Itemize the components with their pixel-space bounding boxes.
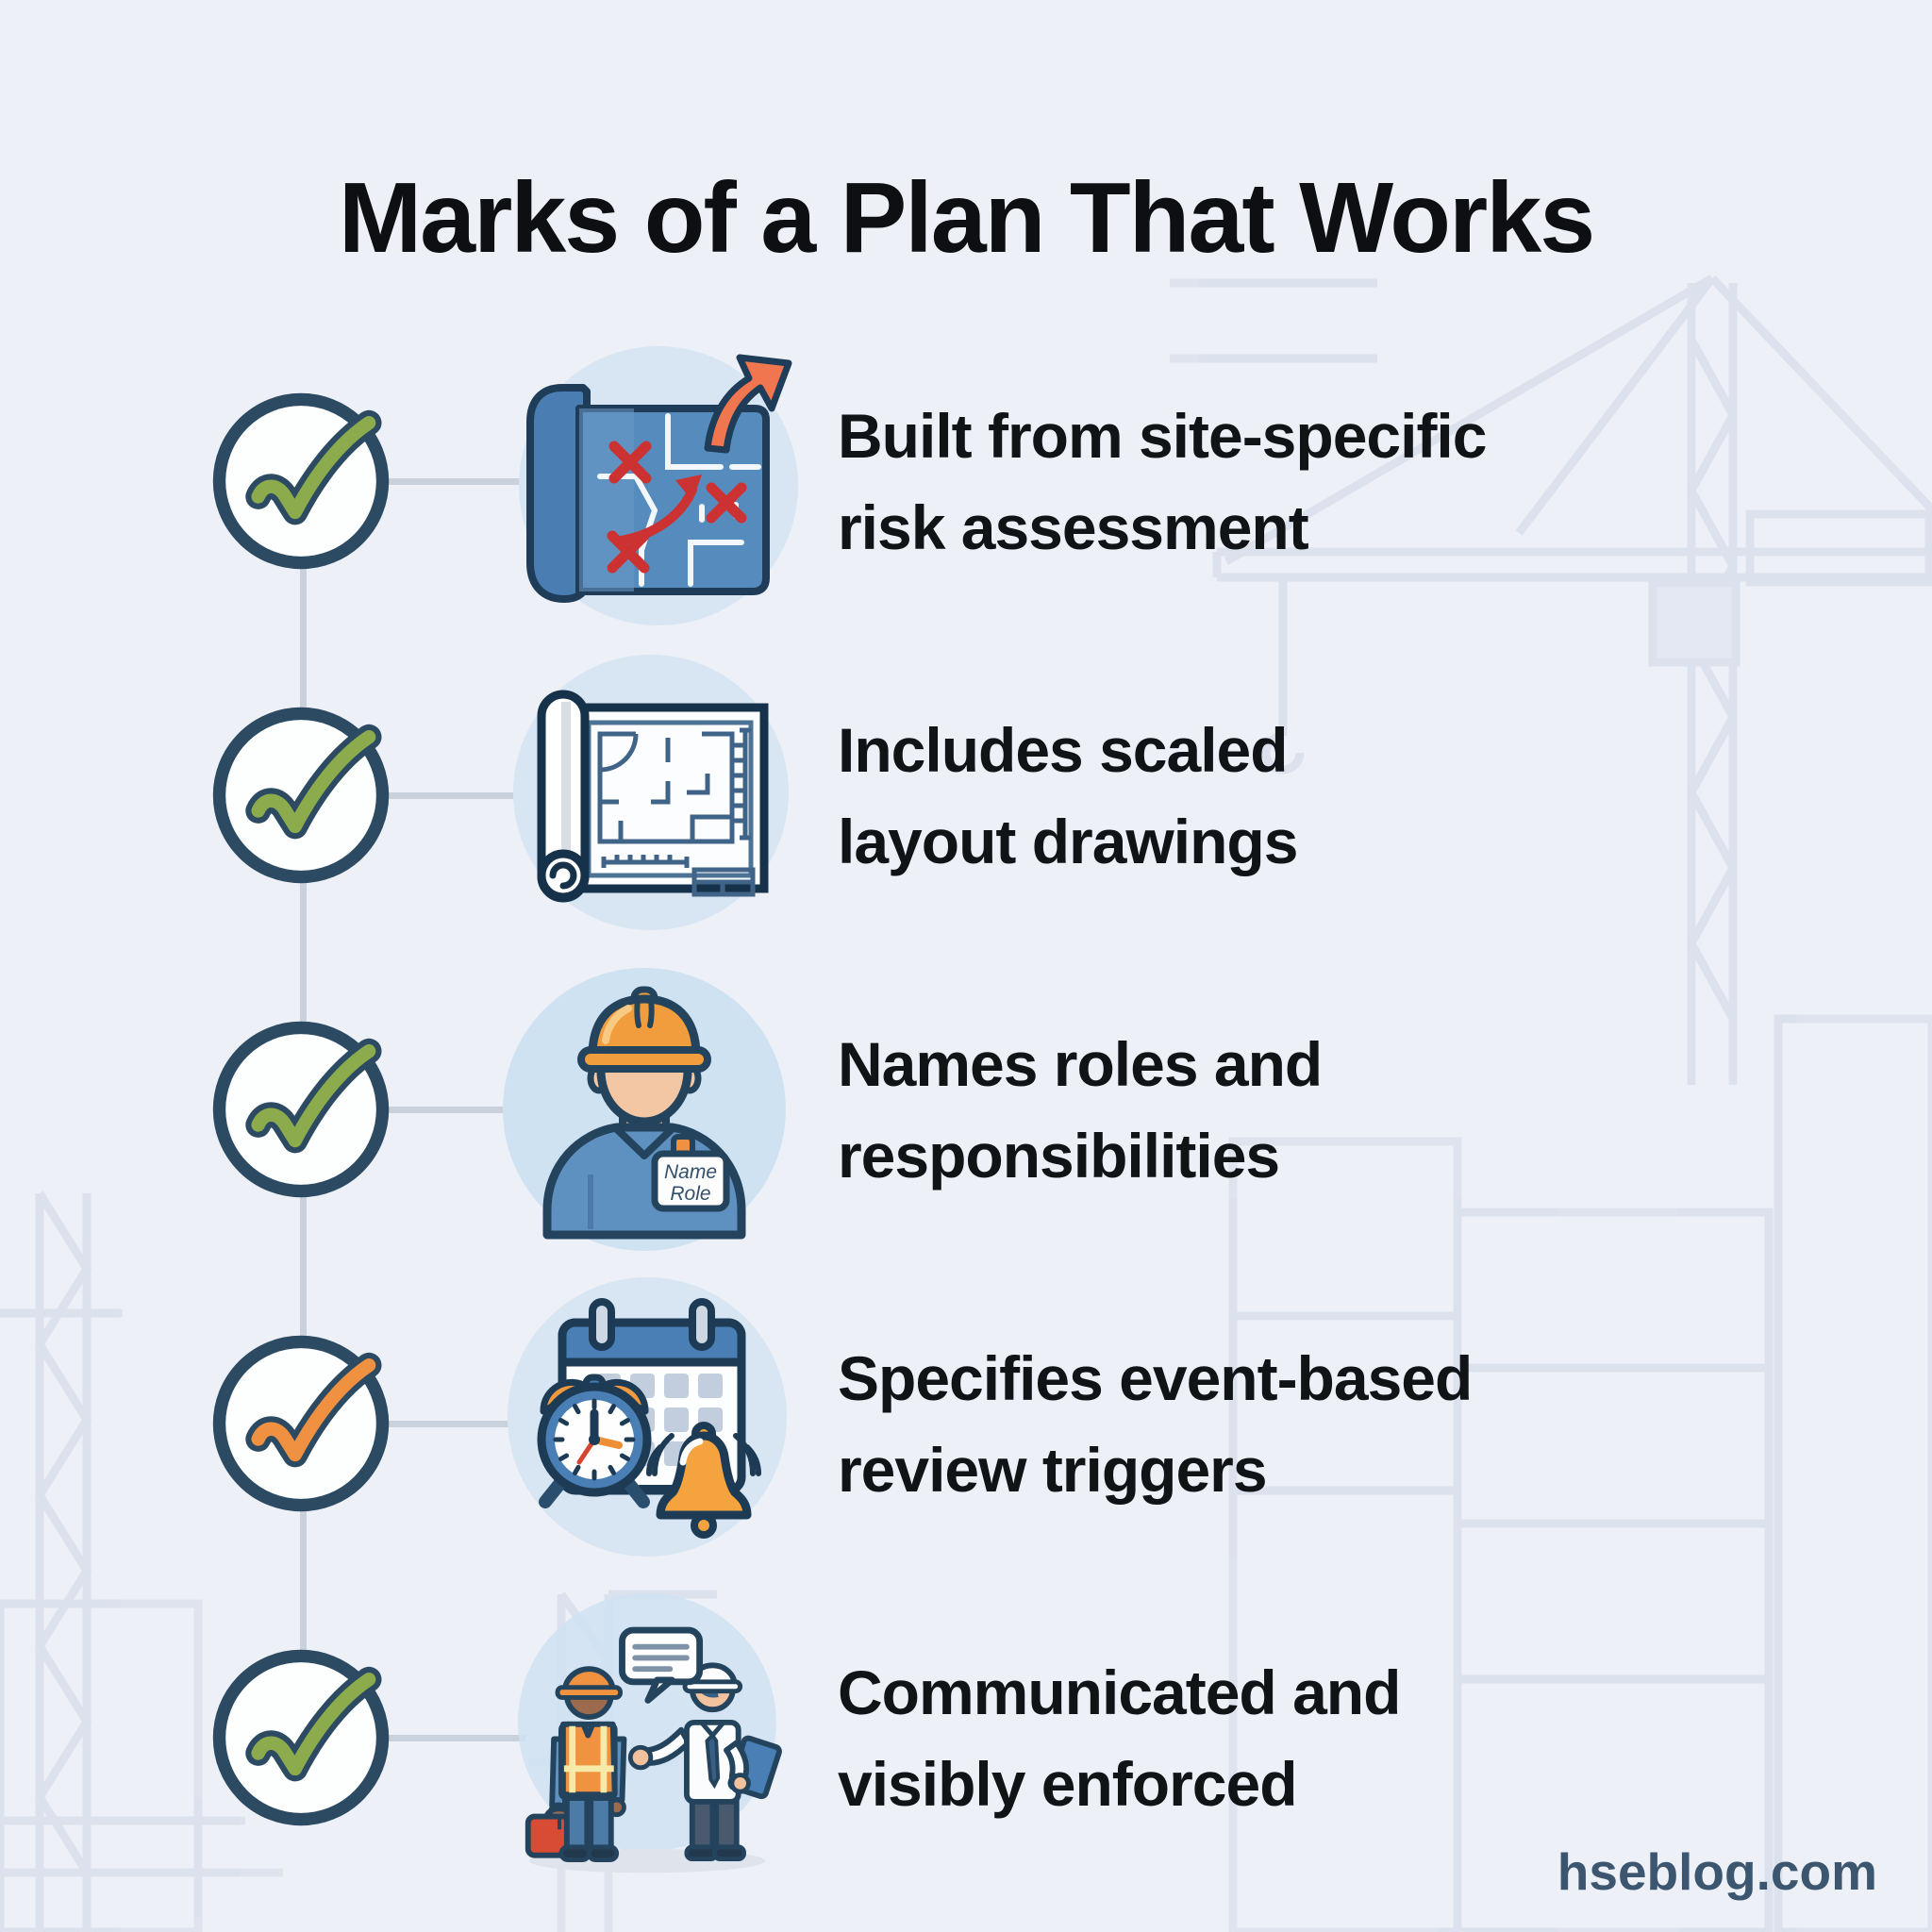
connector-line [385, 1107, 526, 1113]
checklist-row-review-triggers: Specifies event-based review triggers [0, 1267, 1932, 1581]
check-glyph [251, 1043, 376, 1148]
connector-line [385, 1735, 526, 1741]
risk-map-icon [489, 325, 800, 637]
checkmark-circle [204, 1012, 398, 1207]
check-glyph [251, 1357, 376, 1462]
connector-line [385, 1421, 526, 1427]
connector-line [385, 478, 526, 485]
checklist-label: Communicated and visibly enforced [838, 1657, 1401, 1819]
connector-line [385, 792, 526, 799]
checklist-row-risk-assessment: Built from site-specific risk assessment [0, 325, 1932, 639]
checkmark-circle [204, 1641, 398, 1835]
checklist-row-layout-drawings: Includes scaled layout drawings [0, 639, 1932, 953]
checklist-label: Includes scaled layout drawings [838, 714, 1298, 876]
footer-brand: hseblog.com [1557, 1842, 1877, 1901]
check-glyph [251, 729, 376, 834]
checklist-label: Names roles and responsibilities [838, 1028, 1323, 1191]
checklist-label: Specifies event-based review triggers [838, 1342, 1473, 1505]
roles-worker-icon: Name Role [489, 954, 800, 1265]
checkmark-circle [204, 384, 398, 578]
checklist-row-roles: Name Role Names roles and responsibiliti… [0, 953, 1932, 1267]
layout-drawings-icon [489, 640, 800, 951]
checklist-row-communication: Communicated and visibly enforced [0, 1581, 1932, 1895]
checkmark-circle [204, 698, 398, 892]
review-triggers-icon [489, 1268, 800, 1579]
page-title: Marks of a Plan That Works [338, 162, 1595, 275]
checklist-label: Built from site-specific risk assessment [838, 400, 1487, 562]
checkmark-circle [204, 1326, 398, 1521]
communication-icon [476, 1586, 808, 1890]
badge-name-text: Name [664, 1161, 717, 1183]
check-glyph [251, 1672, 376, 1776]
badge-role-text: Role [670, 1183, 710, 1205]
check-glyph [251, 415, 376, 520]
